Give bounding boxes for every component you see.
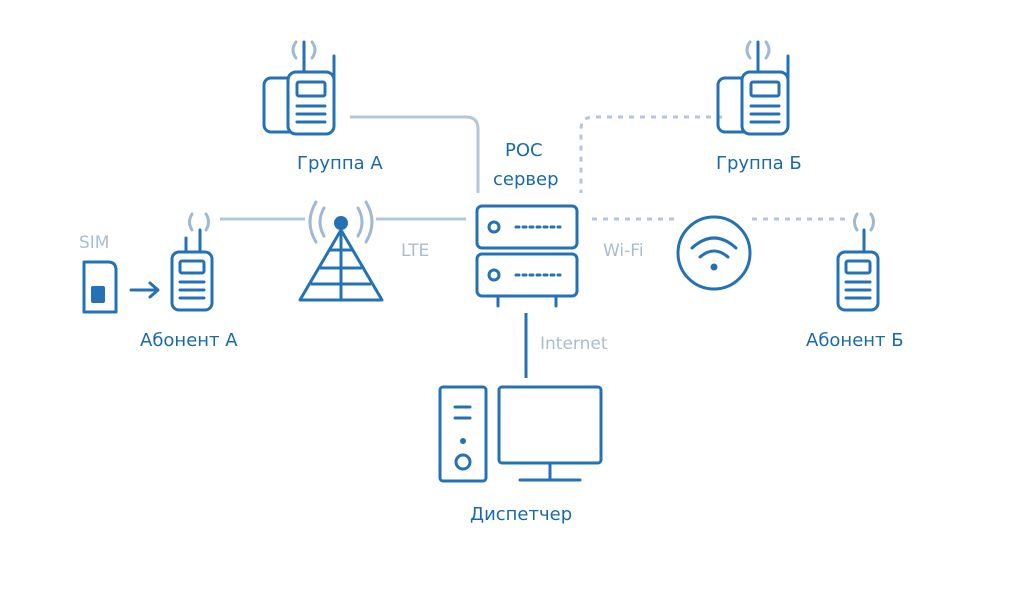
- group-b-label: Группа Б: [716, 153, 802, 174]
- group-a-label: Группа А: [297, 153, 383, 174]
- link-group-a-server: [350, 115, 480, 193]
- sim-card-icon: [82, 260, 118, 314]
- link-group-b-server: [579, 115, 722, 193]
- internet-label: Internet: [540, 334, 608, 354]
- subscriber-b-label: Абонент Б: [806, 330, 904, 351]
- subscriber-a-label: Абонент А: [140, 330, 238, 351]
- wifi-icon: [676, 215, 752, 291]
- dispatcher-computer-icon: [438, 385, 603, 483]
- subscriber-a-radio-icon: [170, 212, 214, 312]
- group-b-radios-icon: [716, 40, 790, 136]
- wifi-label: Wi-Fi: [603, 241, 644, 261]
- sim-label: SIM: [79, 233, 110, 253]
- server-icon: [475, 204, 579, 308]
- server-label-line2: сервер: [493, 169, 559, 190]
- server-label-line1: POC: [505, 140, 543, 161]
- lte-tower-icon: [298, 200, 384, 302]
- subscriber-b-radio-icon: [836, 212, 880, 312]
- arrow-right-icon: [129, 281, 160, 299]
- lte-label: LTE: [401, 241, 430, 261]
- group-a-radios-icon: [262, 40, 336, 136]
- dispatcher-label: Диспетчер: [470, 504, 573, 525]
